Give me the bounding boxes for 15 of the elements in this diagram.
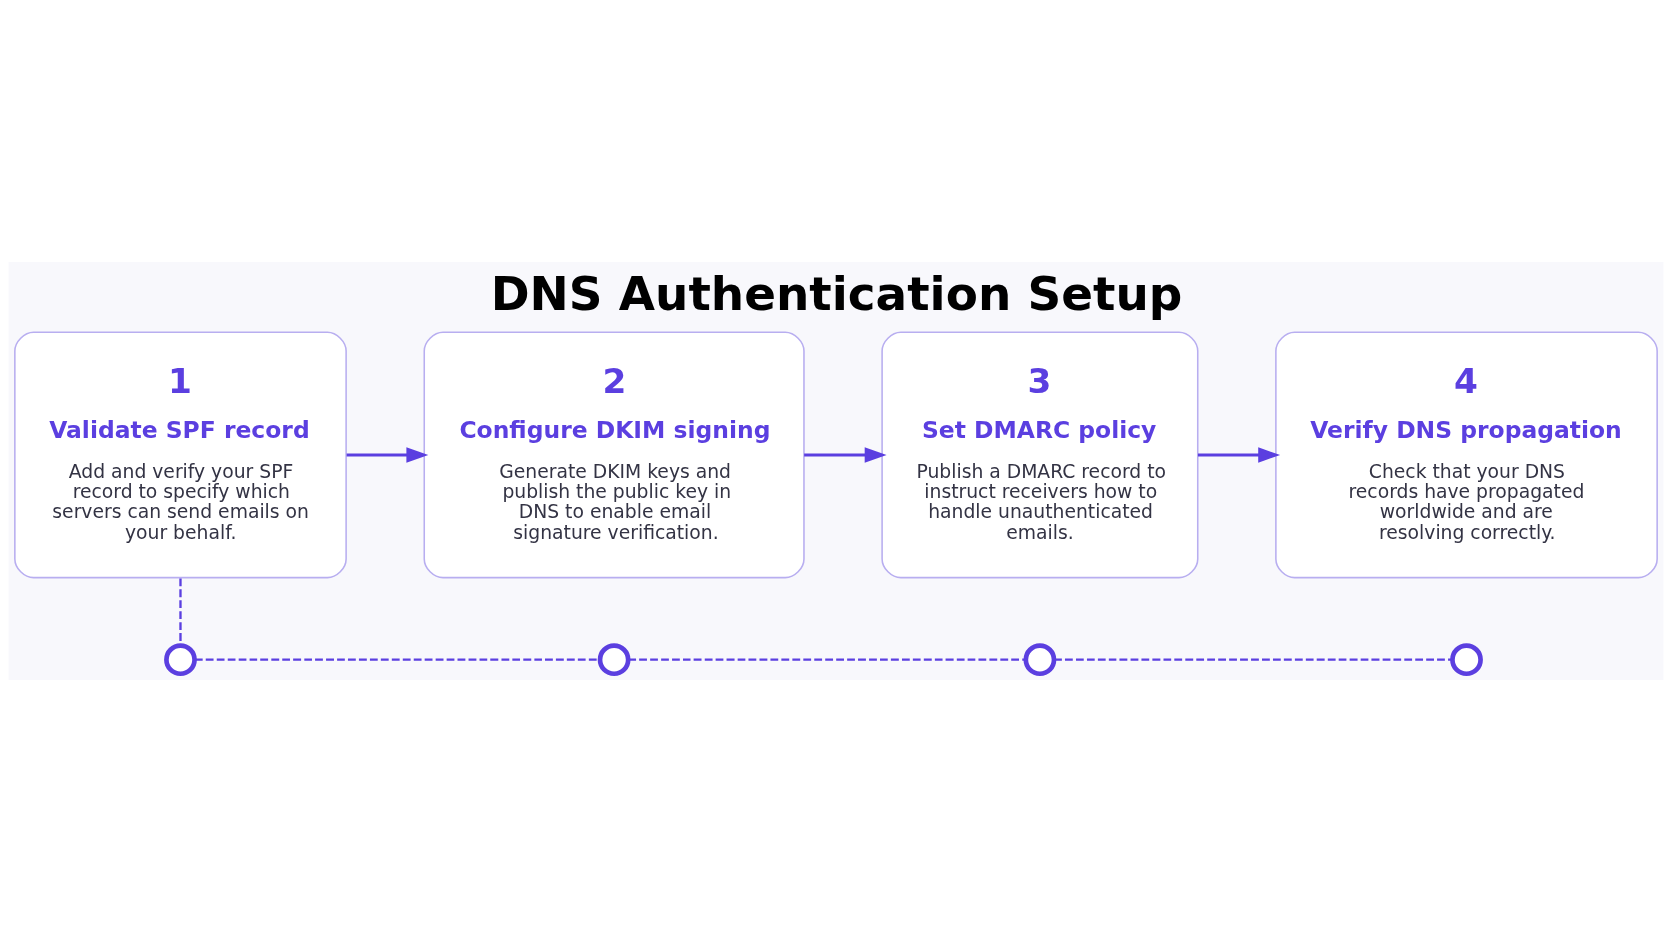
diagram-title: DNS Authentication Setup [490, 265, 1183, 321]
node-circle [1023, 642, 1057, 676]
node-box: 3 Set DMARC policy Publish a DMARC record to instruct receivers how to handle unauthenticated emails. [881, 331, 1199, 578]
connector [1054, 658, 1453, 661]
arrow [1197, 446, 1281, 463]
node-box: 2 Configure DKIM signing Generate DKIM keys and publish the public key in DNS to enable email signature verification. [423, 331, 805, 578]
arrow [804, 446, 887, 463]
node-circle [597, 642, 631, 676]
arrow [346, 446, 429, 463]
connector [628, 658, 1026, 661]
connector [194, 658, 600, 661]
node-circle [1450, 642, 1483, 676]
node-circle [164, 642, 197, 676]
node-box: 1 Validate SPF record Add and verify your SPF record to specify which servers can send emails on your behalf. [14, 331, 347, 578]
node-box: 4 Verify DNS propagation Check that your DNS records have propagated worldwide and are resolving correctly. [1275, 331, 1658, 578]
